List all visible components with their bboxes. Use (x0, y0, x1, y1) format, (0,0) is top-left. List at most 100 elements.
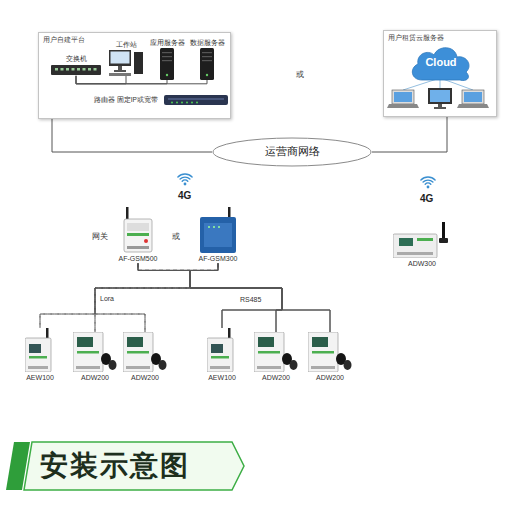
gateway-led (208, 226, 210, 228)
meter-body (254, 332, 284, 372)
switch-port (61, 68, 64, 71)
meter-terminals (76, 366, 100, 369)
meter-strip (312, 351, 334, 354)
connector-line (95, 263, 190, 332)
meter-strip (29, 356, 47, 359)
meter-terminals (397, 252, 433, 255)
connector-line (40, 263, 190, 328)
item-node: 应用服务器 (147, 39, 187, 80)
connector-line (95, 263, 218, 332)
node-text: ADW200 (131, 374, 159, 382)
meter-terminals (257, 366, 281, 369)
gsm500-icon (123, 207, 153, 253)
adw200-icon (254, 332, 298, 372)
wifi-arc (425, 183, 431, 184)
free-label: RS485 (240, 296, 261, 304)
laptop-screen (462, 90, 484, 104)
wifi-arc (180, 177, 190, 179)
laptop-base (387, 104, 419, 108)
item-node: 交换机 (49, 55, 103, 76)
adw200-icon (308, 332, 352, 372)
monitor-stand (118, 66, 122, 70)
connector-line (190, 263, 282, 328)
switch-port (94, 68, 97, 71)
device-node: ADW200 (248, 332, 304, 382)
server-slot (162, 52, 172, 53)
router-led (191, 102, 193, 104)
node-text: ADW200 (262, 374, 290, 382)
router-led (186, 102, 188, 104)
device-node: ADW200 (117, 332, 173, 382)
device-node: ADW200 (302, 332, 358, 382)
meter-strip (258, 351, 280, 354)
laptop-display (394, 92, 412, 102)
router-icon (164, 93, 228, 107)
node-text: 应用服务器 (150, 39, 185, 47)
meter-terminals (210, 366, 230, 369)
laptop-display (464, 92, 482, 102)
gateway-led (213, 226, 215, 228)
row-node: 路由器 固定IP或宽带 (94, 93, 228, 107)
device-node: AF-GSM500 (110, 207, 166, 263)
aew100-icon (25, 328, 55, 372)
server-body (200, 48, 214, 80)
monitor-foot (434, 107, 446, 109)
laptop-base (457, 104, 489, 108)
switch-icon (51, 64, 101, 76)
meter-body (123, 332, 153, 372)
banner-title: 安装示意图 (40, 449, 190, 483)
node-text: AF-GSM500 (119, 255, 158, 263)
keyboard (109, 73, 131, 76)
ellipse-outline (213, 138, 371, 166)
server-slot (202, 60, 212, 61)
router-led (196, 102, 198, 104)
switch-port (83, 68, 86, 71)
node-text: 运营商网络 (265, 145, 320, 158)
monitor-foot (114, 70, 126, 72)
gateway-body (200, 217, 236, 253)
meter-strip (77, 351, 99, 354)
connector-line (138, 263, 330, 332)
connector-line (52, 119, 212, 152)
meter-body (73, 332, 103, 372)
meter-strip (417, 238, 433, 241)
monitor (109, 50, 131, 66)
monitor-display (111, 51, 130, 63)
monitor (428, 88, 452, 104)
server-slot (202, 52, 212, 53)
meter-body (25, 338, 51, 372)
free-label: 网关 (92, 232, 108, 242)
connector-line (138, 263, 282, 332)
node-text: 工作站 (116, 41, 137, 49)
router-face (168, 98, 224, 100)
wifi-arc (178, 174, 192, 177)
meter-display (77, 337, 93, 347)
router-led (176, 102, 178, 104)
ct-clamp (109, 360, 117, 370)
node-text: AEW100 (26, 374, 54, 382)
gateway-strip (127, 233, 149, 236)
server-led (206, 74, 208, 76)
gateway-button (144, 239, 148, 243)
server-icon (160, 48, 174, 80)
meter-display (312, 337, 328, 347)
connector-line (76, 76, 207, 84)
node-text: ADW300 (408, 260, 436, 268)
meter-body (207, 338, 233, 372)
free-label: 4G (178, 190, 191, 202)
adw300-icon (393, 222, 451, 258)
gateway-panel (127, 223, 149, 231)
wifi-dot (184, 183, 187, 186)
connector-group (40, 76, 447, 332)
cloud-node: Cloud (408, 43, 474, 83)
switch-port (66, 68, 69, 71)
connector-line (95, 263, 190, 332)
aew100-icon (207, 328, 237, 372)
panel-node: 用户自建平台交换机工作站应用服务器数据服务器路由器 固定IP或宽带 (38, 32, 231, 119)
router-led (171, 102, 173, 104)
item-node: 工作站 (105, 41, 147, 76)
cloud-clients (387, 78, 489, 109)
free-label: 或 (296, 70, 304, 80)
wifi-dot (427, 186, 430, 189)
